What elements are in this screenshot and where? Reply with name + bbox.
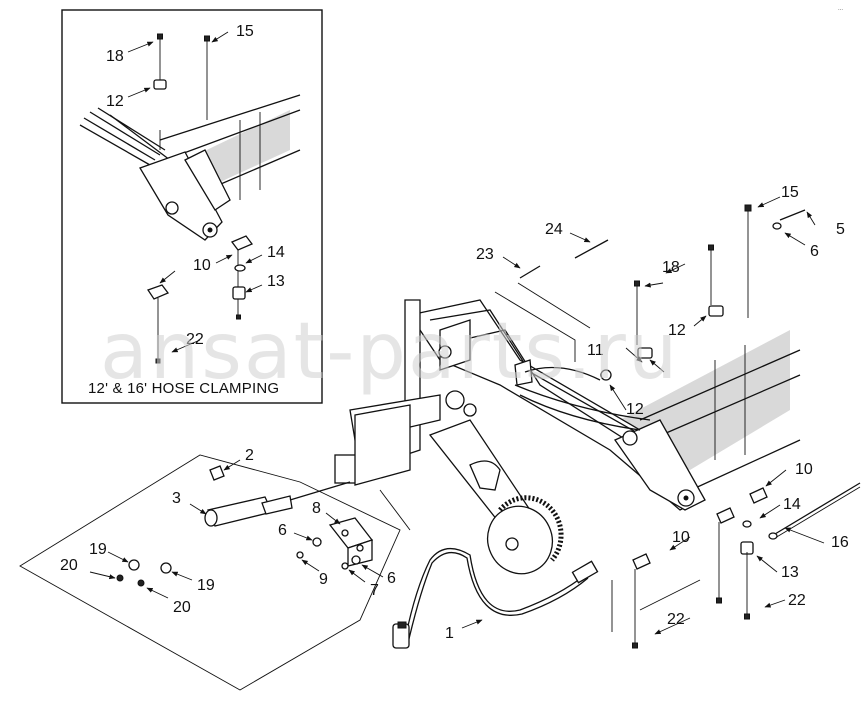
callout-6-bracket: 6 bbox=[278, 522, 287, 539]
hose-lines bbox=[514, 366, 651, 431]
callout-19-right: 19 bbox=[197, 577, 215, 594]
clamp-hardware-right bbox=[494, 204, 861, 649]
inset-callout-15: 15 bbox=[236, 23, 254, 40]
callout-16: 16 bbox=[831, 534, 849, 551]
inset-clip-12 bbox=[153, 79, 167, 90]
inset-callout-22: 22 bbox=[186, 331, 204, 348]
watermark: ansat-parts.ru bbox=[100, 307, 679, 397]
hitch-frame bbox=[334, 299, 801, 575]
callout-10-right: 10 bbox=[795, 461, 813, 478]
corner-mark: ... bbox=[838, 6, 843, 12]
inset-callout-18: 18 bbox=[106, 48, 124, 65]
sensor-cable bbox=[392, 548, 599, 649]
mounting-plate-outline bbox=[19, 454, 411, 691]
callout-6-top: 6 bbox=[810, 243, 819, 260]
inset-frame bbox=[79, 94, 301, 241]
callout-12-lower: 12 bbox=[626, 401, 644, 418]
inset-bolt-15 bbox=[204, 35, 210, 120]
inset-callout-14: 14 bbox=[267, 244, 285, 261]
callout-1: 1 bbox=[445, 625, 454, 642]
callout-2: 2 bbox=[245, 447, 254, 464]
callout-7: 7 bbox=[370, 582, 379, 599]
callout-13: 13 bbox=[781, 564, 799, 581]
inset-caption: 12' & 16' HOSE CLAMPING bbox=[88, 380, 279, 397]
inset-callout-12: 12 bbox=[106, 93, 124, 110]
callout-22-center: 22 bbox=[667, 611, 685, 628]
callout-20-right: 20 bbox=[173, 599, 191, 616]
hardware-19-20 bbox=[116, 559, 172, 587]
leader-arrows bbox=[89, 196, 825, 635]
callout-20-left: 20 bbox=[60, 557, 78, 574]
callout-3: 3 bbox=[172, 490, 181, 507]
inset-panel: 18 15 12 10 14 13 22 12' & 16' HOSE CLAM… bbox=[61, 9, 323, 404]
inset-callout-10: 10 bbox=[193, 257, 211, 274]
callout-22-right: 22 bbox=[788, 592, 806, 609]
callout-24: 24 bbox=[545, 221, 563, 238]
callout-18: 18 bbox=[662, 259, 680, 276]
inset-leader-arrows bbox=[127, 31, 263, 353]
callout-8: 8 bbox=[312, 500, 321, 517]
inset-bolt-18 bbox=[157, 33, 163, 80]
callout-labels: 1 2 3 5 6 6 6 7 8 9 10 10 11 12 12 13 14… bbox=[60, 184, 849, 642]
inset-clamp-parts bbox=[146, 235, 254, 364]
callout-23: 23 bbox=[476, 246, 494, 263]
inset-callout-13: 13 bbox=[267, 273, 285, 290]
callout-15: 15 bbox=[781, 184, 799, 201]
callout-10-center: 10 bbox=[672, 529, 690, 546]
callout-9: 9 bbox=[319, 571, 328, 588]
callout-14: 14 bbox=[783, 496, 801, 513]
callout-5: 5 bbox=[836, 221, 845, 238]
inset-callouts: 18 15 12 10 14 13 22 bbox=[106, 23, 285, 348]
callout-19-left: 19 bbox=[89, 541, 107, 558]
mount-bracket bbox=[296, 517, 374, 570]
callout-12-upper: 12 bbox=[668, 322, 686, 339]
callout-6-lower: 6 bbox=[387, 570, 396, 587]
cylinder-assembly bbox=[204, 465, 351, 527]
callout-11: 11 bbox=[587, 342, 604, 359]
